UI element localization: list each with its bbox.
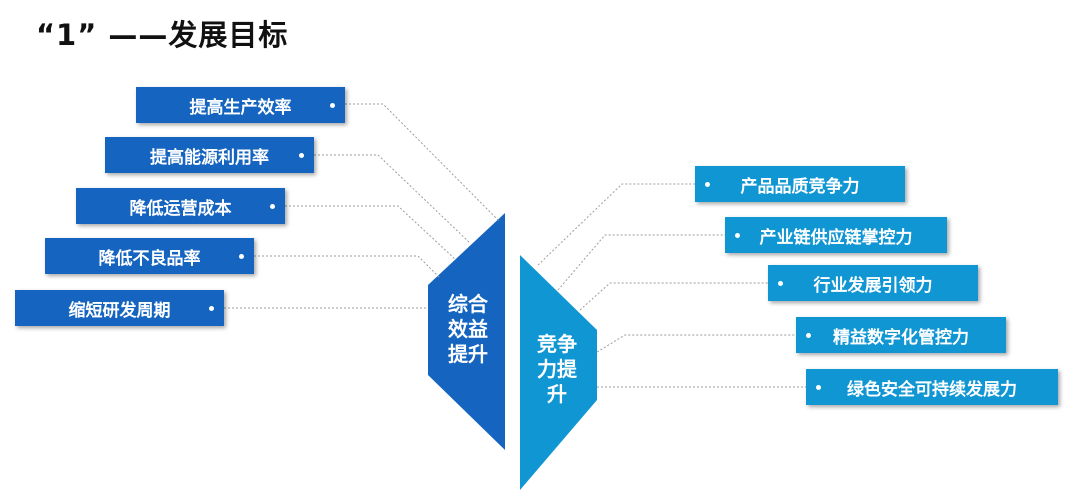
left-goal-box: 降低不良品率 xyxy=(45,238,254,274)
bullet-dot xyxy=(806,332,811,338)
right-goal-box: 产业链供应链掌控力 xyxy=(725,217,947,253)
bullet-dot xyxy=(735,232,740,238)
left-goal-label: 缩短研发周期 xyxy=(68,300,171,321)
connector-right-4 xyxy=(596,334,796,353)
bullet-dot xyxy=(705,181,710,187)
right-goal-label: 行业发展引领力 xyxy=(813,275,933,296)
right-goal-box: 产品品质竞争力 xyxy=(695,166,905,202)
center-right-label: 竞争 力提 升 xyxy=(537,332,577,406)
left-goal-box: 缩短研发周期 xyxy=(15,290,224,326)
center-left-shape xyxy=(428,213,505,450)
connector-left-3 xyxy=(285,205,457,261)
connector-right-3 xyxy=(579,282,768,311)
bullet-dot xyxy=(330,102,335,108)
connector-right-1 xyxy=(537,183,695,266)
right-goal-label: 产品品质竞争力 xyxy=(740,176,860,197)
left-goal-box: 提高生产效率 xyxy=(136,87,345,123)
right-goal-box: 精益数字化管控力 xyxy=(796,317,1006,353)
right-goal-box: 行业发展引领力 xyxy=(768,265,978,301)
connector-left-1 xyxy=(345,103,501,223)
right-goal-box: 绿色安全可持续发展力 xyxy=(806,369,1058,405)
page-title: “1” ——发展目标 xyxy=(36,18,289,52)
bullet-dot xyxy=(239,253,244,259)
left-goal-label: 提高生产效率 xyxy=(189,97,292,118)
left-goal-label: 降低运营成本 xyxy=(129,198,232,219)
bullet-dot xyxy=(778,280,783,286)
left-goal-box: 降低运营成本 xyxy=(76,188,285,224)
bullet-dot xyxy=(209,305,214,311)
left-goal-box: 提高能源利用率 xyxy=(105,137,314,173)
bullet-dot xyxy=(299,152,304,158)
bullet-dot xyxy=(816,384,821,390)
left-goal-label: 降低不良品率 xyxy=(98,248,201,269)
connector-left-4 xyxy=(254,255,441,279)
bullet-dot xyxy=(270,203,275,209)
left-goal-label: 提高能源利用率 xyxy=(150,147,269,168)
right-goal-label: 产业链供应链掌控力 xyxy=(759,227,913,248)
center-right-shape xyxy=(520,255,597,490)
center-left-label: 综合 效益 提升 xyxy=(448,292,488,366)
right-goal-label: 精益数字化管控力 xyxy=(833,327,969,348)
connector-right-2 xyxy=(557,234,725,291)
connector-left-2 xyxy=(314,154,471,244)
right-goal-label: 绿色安全可持续发展力 xyxy=(847,379,1017,400)
